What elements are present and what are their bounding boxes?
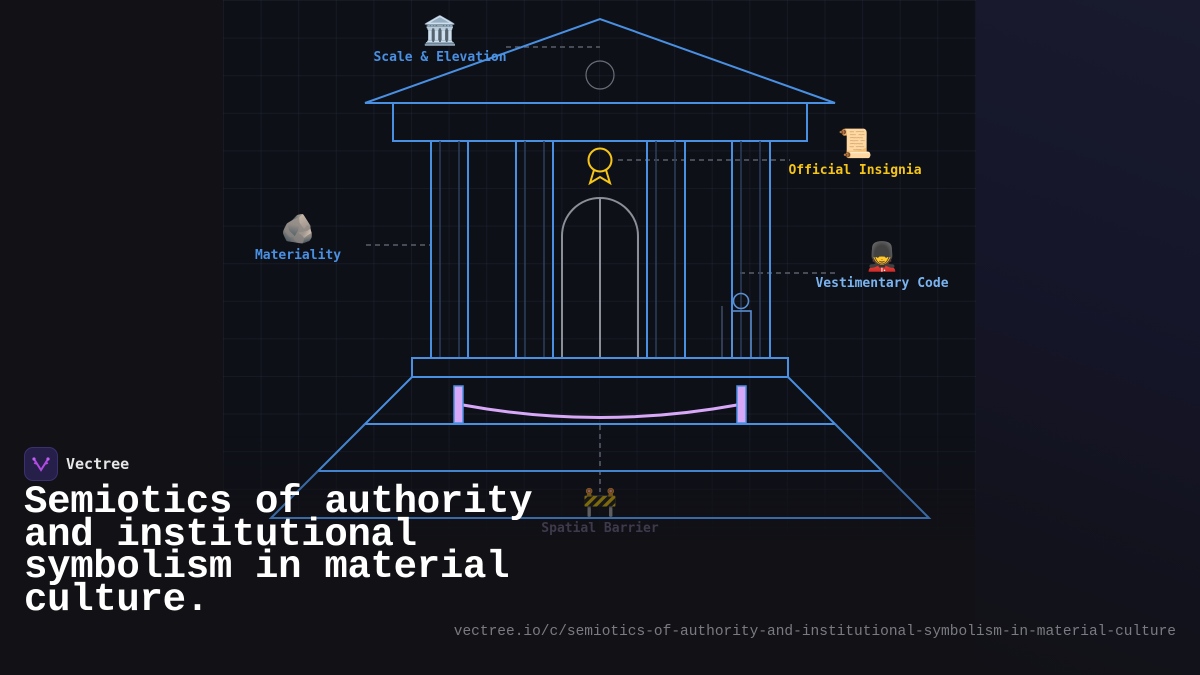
annotation-spatial-barrier: Spatial Barrier: [541, 521, 659, 536]
guard-icon: 💂: [864, 240, 900, 273]
annotation-official-insignia: Official Insignia: [788, 163, 922, 178]
guard-figure: [721, 292, 752, 359]
scroll-icon: 📜: [837, 127, 873, 160]
insignia-medal-icon: [587, 147, 613, 186]
entablature: [392, 102, 808, 142]
construction-barrier-icon: 🚧: [582, 485, 618, 518]
annotation-vestimentary-code: Vestimentary Code: [815, 276, 949, 291]
rock-icon: 🪨: [280, 212, 316, 245]
branching-tree-icon: [24, 447, 58, 481]
leader-lines: [366, 46, 838, 492]
page-title: Semiotics of authority and institutional…: [24, 480, 533, 622]
brand-name: Vectree: [66, 455, 130, 473]
pediment-oculus: [585, 60, 615, 90]
annotation-materiality: Materiality: [254, 248, 342, 263]
background-gradient: [975, 0, 1200, 675]
brand: Vectree: [24, 447, 129, 481]
annotation-scale-elevation: Scale & Elevation: [373, 50, 507, 65]
arched-door: [561, 197, 639, 359]
stylobate: [411, 357, 789, 378]
barrier-rope: [453, 385, 747, 424]
page-url[interactable]: vectree.io/c/semiotics-of-authority-and-…: [453, 624, 1176, 640]
classical-building-icon: 🏛️: [422, 14, 458, 47]
steps: [268, 376, 932, 519]
